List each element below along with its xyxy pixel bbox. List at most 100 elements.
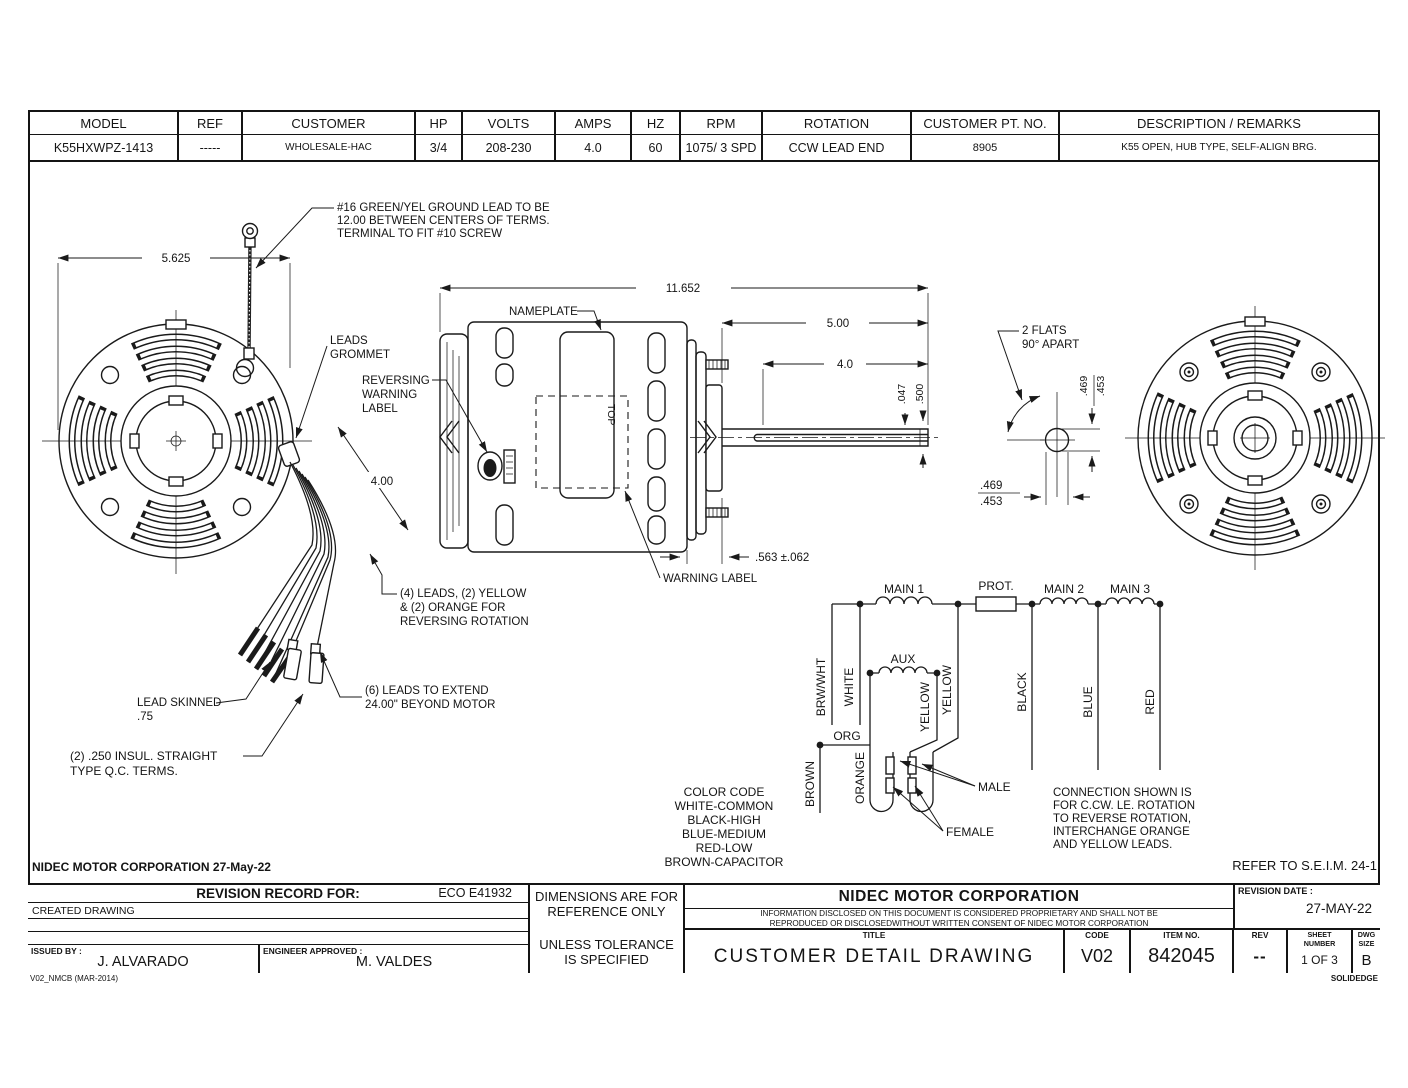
female-terminal-icon [907, 777, 917, 794]
rev-value: -- [1253, 946, 1267, 966]
six-leads-line1: (6) LEADS TO EXTEND [365, 685, 489, 697]
female-label: FEMALE [946, 825, 994, 839]
white-label: WHITE [842, 668, 856, 707]
dim-469v-label: .469 [1078, 376, 1090, 397]
revision-row-empty [28, 918, 528, 931]
dim-40-label: 4.0 [837, 359, 853, 371]
grommet-callout: LEADS GROMMET [295, 335, 390, 439]
spec-col-volts: VOLTS 208-230 [463, 112, 556, 160]
warning-label-text: WARNING LABEL [663, 573, 758, 585]
flats-line2: 90° APART [1022, 339, 1079, 351]
dim-front-width: 5.625 [57, 253, 291, 430]
dim-047-label: .047 [896, 384, 908, 405]
warning-label-word: WARNING [362, 389, 417, 401]
main1-coil-icon [875, 596, 933, 605]
spec-value: ----- [199, 140, 221, 155]
proprietary-note: INFORMATION DISCLOSED ON THIS DOCUMENT I… [685, 909, 1233, 930]
lead-skinned-value: .75 [137, 711, 153, 723]
issued-by-cell: ISSUED BY : J. ALVARADO [28, 945, 260, 973]
orange-label: ORANGE [853, 752, 867, 804]
ground-note-line3: TERMINAL TO FIT #10 SCREW [337, 228, 502, 240]
tolerance-line1: UNLESS TOLERANCE [539, 937, 674, 952]
motor-front-view [42, 310, 312, 574]
revision-record-title: REVISION RECORD FOR: [196, 886, 360, 901]
aux-label: AUX [891, 652, 916, 666]
wiring-schematic: MAIN 1 PROT. MAIN 2 MAIN 3 AUX BRW/WHT W… [803, 579, 1195, 851]
color-code-block: COLOR CODE WHITE-COMMON BLACK-HIGH BLUE-… [665, 785, 784, 869]
company-name: NIDEC MOTOR CORPORATION [685, 885, 1233, 909]
spec-header: CUSTOMER PT. NO. [912, 112, 1058, 135]
lead-skinned-callout: LEAD SKINNED .75 [137, 661, 271, 723]
mount-tab [1244, 316, 1266, 327]
dim-overall-length: 11.652 [439, 283, 929, 425]
proprietary-line1: INFORMATION DISCLOSED ON THIS DOCUMENT I… [760, 909, 1158, 918]
revision-date-value: 27-MAY-22 [1305, 901, 1372, 916]
main2-label: MAIN 2 [1044, 582, 1084, 596]
nameplate-callout: NAMEPLATE [509, 306, 602, 331]
protector-icon [975, 596, 1017, 612]
ground-lead-callout: #16 GREEN/YEL GROUND LEAD TO BE 12.00 BE… [255, 202, 550, 269]
form-number: V02_NMCB (MAR-2014) [30, 974, 119, 983]
ring-terminal-icon [241, 222, 259, 240]
drawing-title: CUSTOMER DETAIL DRAWING [713, 945, 1035, 967]
rev-cell: REV -- [1234, 930, 1288, 973]
aux-coil-icon [878, 666, 928, 674]
connection-note-line5: AND YELLOW LEADS. [1053, 839, 1172, 851]
title-block-bottom-row: TITLE CUSTOMER DETAIL DRAWING CODE V02 I… [685, 930, 1380, 973]
dim-shaft-ext: 5.00 [721, 318, 928, 383]
dim-flat: .047 .500 [896, 384, 927, 468]
proprietary-line2: REPRODUCED OR DISCLOSEDWITHOUT WRITTEN C… [769, 918, 1149, 928]
lead-skinned-label: LEAD SKINNED [137, 697, 221, 709]
mount-tab [165, 319, 187, 330]
dim-400-label: 4.00 [371, 476, 393, 488]
spec-header: MODEL [30, 112, 177, 135]
signature-row: ISSUED BY : J. ALVARADO ENGINEER APPROVE… [28, 944, 528, 973]
size-label-line1: DWG [1357, 930, 1376, 939]
dims-note-line1: DIMENSIONS ARE FOR [534, 889, 679, 904]
cad-system-note: SOLIDEDGE [1330, 974, 1378, 983]
red-label: RED [1143, 689, 1157, 715]
color-code-title: COLOR CODE [684, 785, 765, 799]
warning-label-outline [535, 395, 629, 489]
qc-terms-callout: (2) .250 INSUL. STRAIGHT TYPE Q.C. TERMS… [70, 693, 304, 778]
dim-5625-label: 5.625 [162, 253, 191, 265]
color-code-blue: BLUE-MEDIUM [682, 827, 766, 841]
spec-col-rpm: RPM 1075/ 3 SPD [681, 112, 763, 160]
revision-row-empty [28, 931, 528, 944]
nameplate-outline [559, 331, 615, 499]
male-label: MALE [978, 780, 1011, 794]
spec-col-custpt: CUSTOMER PT. NO. 8905 [912, 112, 1060, 160]
ground-note-line1: #16 GREEN/YEL GROUND LEAD TO BE [337, 202, 550, 214]
ground-note-line2: 12.00 BETWEEN CENTERS OF TERMS. [337, 215, 550, 227]
connection-note-line3: TO REVERSE ROTATION, [1053, 813, 1191, 825]
tolerance-line2: IS SPECIFIED [564, 952, 649, 967]
spec-value: 208-230 [485, 140, 532, 155]
dim-shaft-usable: 4.0 [762, 359, 928, 425]
main1-label: MAIN 1 [884, 582, 924, 596]
four-leads-callout: (4) LEADS, (2) YELLOW & (2) ORANGE FOR R… [369, 553, 529, 628]
code-label: CODE [1085, 931, 1109, 940]
revision-date-label: REVISION DATE : [1238, 886, 1313, 896]
main2-coil-icon [1039, 597, 1089, 605]
yellow-label: YELLOW [940, 664, 954, 715]
spec-header: VOLTS [463, 112, 554, 135]
revision-record-header: REVISION RECORD FOR: ECO E41932 [28, 885, 528, 902]
title-label: TITLE [862, 931, 886, 940]
dim-11652-label: 11.652 [666, 283, 700, 295]
spec-col-amps: AMPS 4.0 [556, 112, 632, 160]
spec-value: CCW LEAD END [788, 140, 885, 155]
connection-note-line4: INTERCHANGE ORANGE [1053, 826, 1190, 838]
flats-line1: 2 FLATS [1022, 325, 1067, 337]
yellow-label: YELLOW [918, 681, 932, 732]
color-code-brown: BROWN-CAPACITOR [665, 855, 784, 869]
title-cell: TITLE CUSTOMER DETAIL DRAWING [685, 930, 1065, 973]
female-terminal-icon [885, 777, 895, 794]
sheet-cell: SHEET NUMBER 1 OF 3 [1288, 930, 1353, 973]
lead-bundle: 4.00 [237, 426, 409, 685]
revision-row-created: CREATED DRAWING [28, 902, 528, 918]
connection-note-line2: FOR C.CW. LE. ROTATION [1053, 800, 1195, 812]
tolerance-note: UNLESS TOLERANCE IS SPECIFIED [530, 937, 683, 967]
prot-label: PROT. [978, 579, 1013, 593]
spec-value: 60 [648, 140, 663, 155]
issued-by-label: ISSUED BY : [31, 946, 82, 956]
